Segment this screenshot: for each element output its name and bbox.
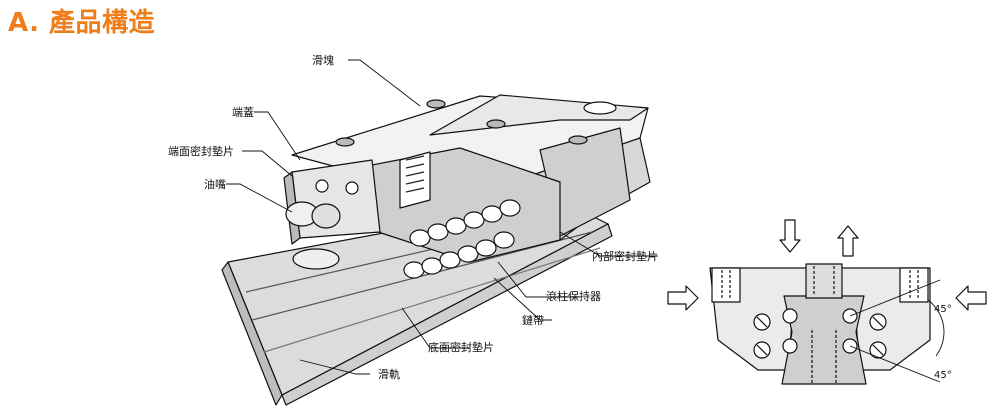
cross-section-view (667, 219, 987, 385)
label-grease-nipple: 油嘴 (204, 177, 226, 191)
section-rollers (753, 308, 887, 359)
section-title: A. 產品構造 (8, 8, 156, 38)
angle-lines (849, 279, 945, 383)
label-inner-seal: 內部密封墊片 (592, 249, 658, 263)
load-arrows (667, 219, 987, 311)
arrow-down-icon (779, 219, 801, 253)
angle-label-upper: 45° (934, 304, 952, 315)
rollers (403, 199, 521, 279)
leader-lines (226, 59, 658, 375)
label-rail: 滑軌 (378, 367, 400, 381)
arrow-up-icon (837, 225, 859, 257)
label-end-cap: 端蓋 (232, 106, 254, 119)
label-bottom-seal: 底面密封墊片 (428, 340, 494, 354)
label-roller-retainer: 滾柱保持器 (546, 289, 601, 303)
arrow-left-icon (955, 285, 987, 311)
grease-nipple (285, 201, 341, 229)
label-chain: 鏈帶 (522, 313, 544, 327)
label-end-seal: 端面密封墊片 (168, 144, 234, 158)
arrow-right-icon (667, 285, 699, 311)
label-block: 滑塊 (312, 54, 334, 67)
linear-guide-assembly (221, 94, 651, 406)
angle-label-lower: 45° (934, 370, 952, 381)
